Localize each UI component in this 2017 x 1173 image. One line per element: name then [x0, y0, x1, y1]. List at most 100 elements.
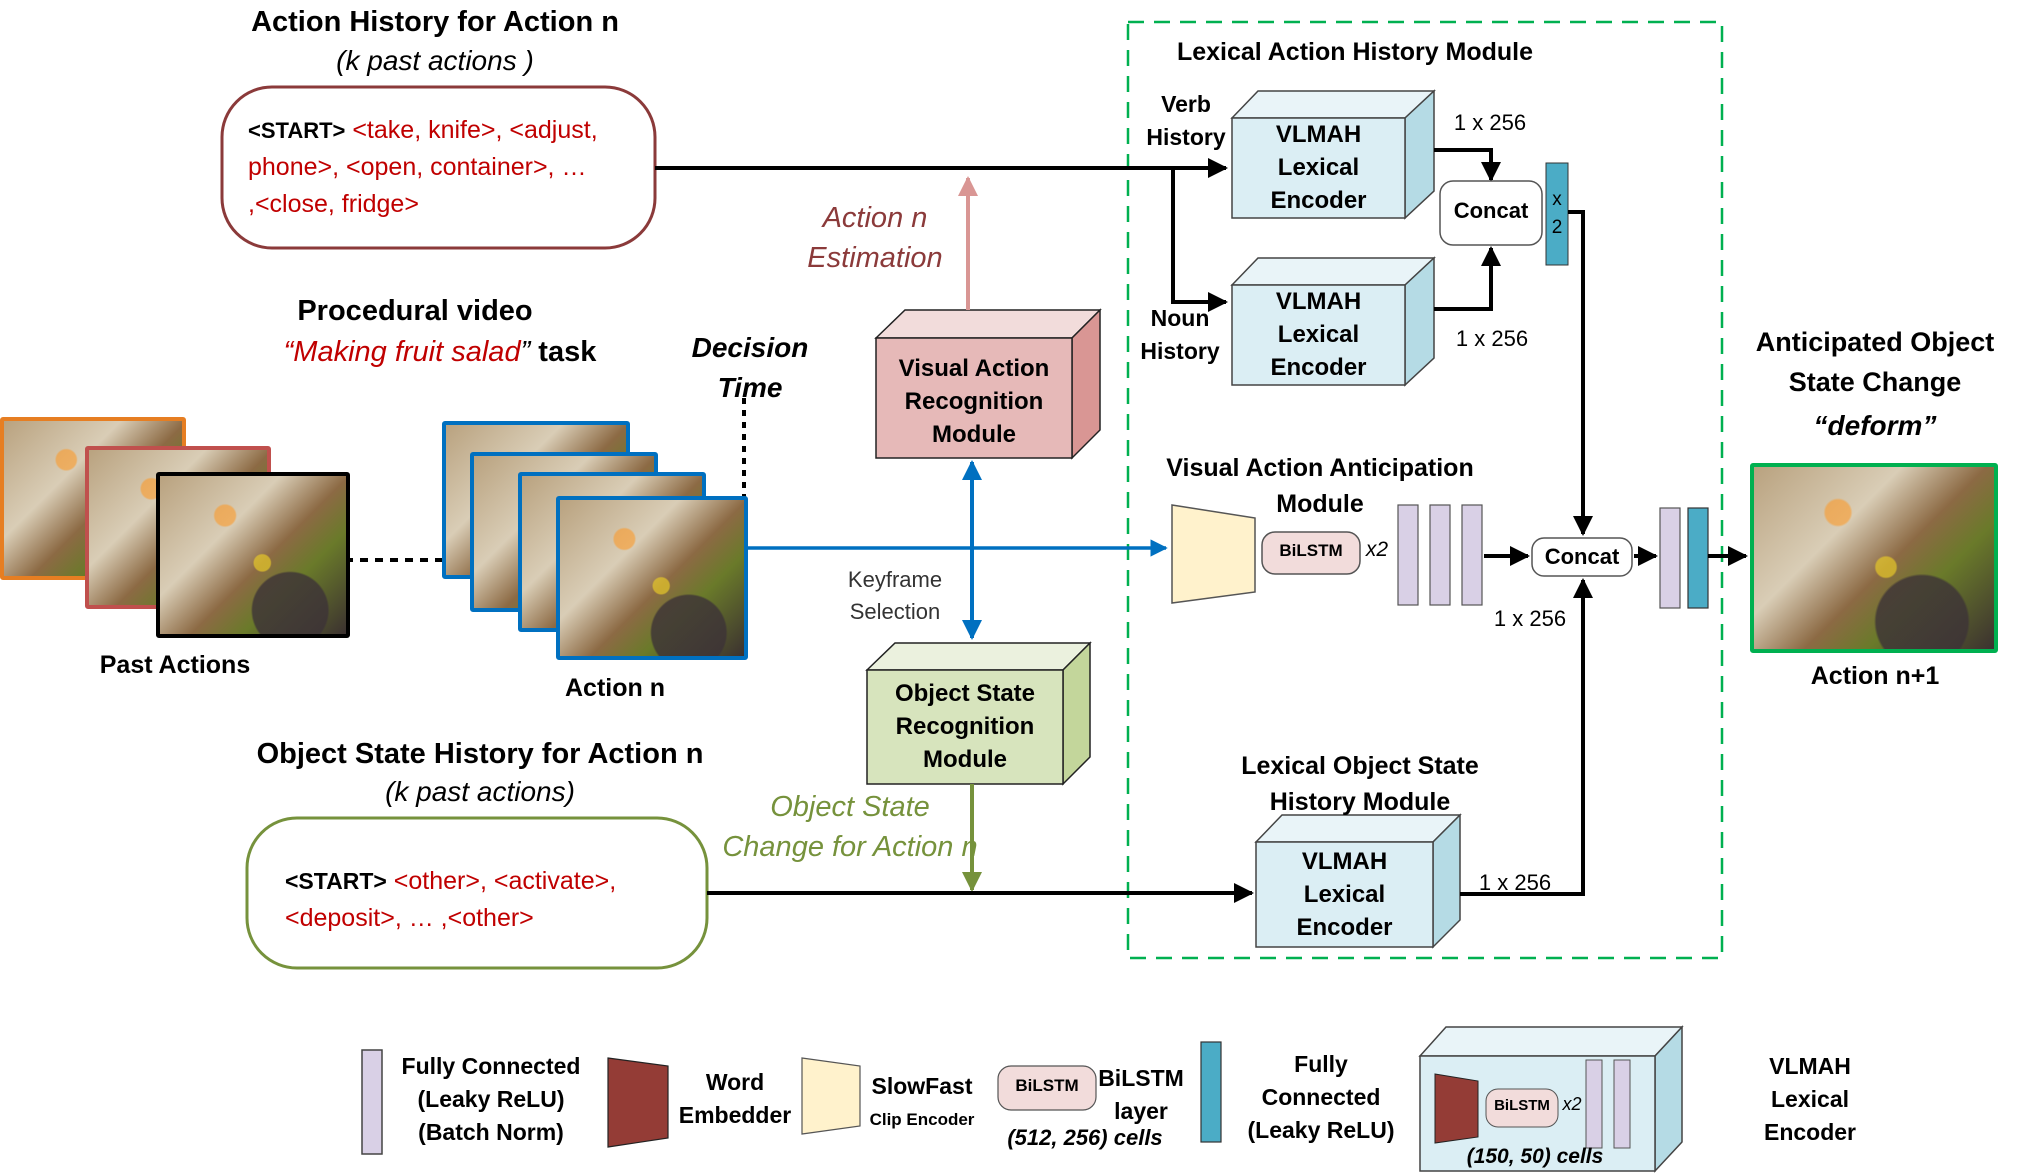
- start-token: <START>: [248, 118, 346, 143]
- osr-line1: Object State: [894, 680, 1036, 707]
- task-name: Making fruit salad: [293, 336, 521, 368]
- task-close-quote: ”: [520, 336, 531, 368]
- lexical-fc-repeat: x 2: [1546, 186, 1568, 242]
- legend-vlmah-label: VLMAH Lexical Encoder: [1740, 1050, 1880, 1149]
- noun-enc-line3: Encoder: [1270, 354, 1367, 381]
- vaa-bilstm-repeat: x2: [1365, 538, 1389, 561]
- output-title: Anticipated Object State Change: [1730, 322, 2017, 402]
- verb-history-label: Verb History: [1140, 88, 1232, 154]
- visual-action-recognition-box: [874, 308, 1102, 460]
- legend-bilstm-icon-label: BiLSTM: [1015, 1076, 1079, 1095]
- legend-bilstm-line1: BiLSTM: [1098, 1065, 1184, 1091]
- procedural-video-title: Procedural video: [297, 295, 533, 327]
- legend-vlmah-bilstm-label: BiLSTM: [1494, 1097, 1550, 1114]
- legend-fcbn-line2: (Leaky ReLU): [417, 1086, 565, 1112]
- legend-slowfast-label: SlowFast Clip Encoder: [862, 1070, 982, 1136]
- var-line3: Module: [932, 421, 1016, 448]
- noun-encoder-label: VLMAH Lexical Encoder: [1232, 285, 1405, 384]
- action-estimation-line2: Estimation: [807, 242, 943, 274]
- lexical-to-concat2-arrow: [1568, 210, 1593, 536]
- noun-history-label: Noun History: [1134, 302, 1226, 368]
- final-fc-purple: [1659, 507, 1681, 609]
- os-enc-line1: VLMAH: [1301, 848, 1388, 875]
- osr-line3: Module: [923, 746, 1007, 773]
- sequence-line-1: <take, knife>, <adjust,: [345, 116, 598, 144]
- verb-to-concat-arrow: [1434, 148, 1501, 182]
- noun-line1: Noun: [1150, 305, 1210, 331]
- past-actions-label: Past Actions: [99, 651, 251, 679]
- decision-time-label: Decision Time: [680, 328, 820, 408]
- object-state-history-subtitle: (k past actions): [385, 776, 575, 807]
- verb-enc-line1: VLMAH: [1275, 121, 1362, 148]
- action-history-sequence: <START> <take, knife>, <adjust, phone>, …: [248, 112, 598, 223]
- verb-line1: Verb: [1161, 91, 1211, 117]
- action-n-label: Action n: [565, 674, 665, 702]
- var-line2: Recognition: [904, 388, 1044, 415]
- noun-enc-line2: Lexical: [1277, 321, 1360, 348]
- osr-line2: Recognition: [895, 713, 1035, 740]
- legend-fc-bn-label: Fully Connected (Leaky ReLU) (Batch Norm…: [392, 1050, 590, 1149]
- object-state-recognition-label: Object State Recognition Module: [867, 677, 1063, 776]
- legend-bilstm-cells: (512, 256) cells: [1007, 1125, 1163, 1150]
- verb-enc-line2: Lexical: [1277, 154, 1360, 181]
- slowfast-encoder: [1171, 504, 1256, 604]
- legend-vlmah-line3: Encoder: [1763, 1119, 1857, 1145]
- var-line1: Visual Action: [898, 355, 1050, 382]
- object-state-encoder-label: VLMAH Lexical Encoder: [1256, 845, 1433, 944]
- legend-bilstm-line2: layer: [1114, 1098, 1168, 1124]
- vaa-bilstm: [1261, 531, 1361, 575]
- sequence-line-3: ,<close, fridge>: [248, 190, 419, 218]
- os-enc-line2: Lexical: [1303, 881, 1386, 908]
- legend-bilstm-swatch: [997, 1065, 1097, 1111]
- output-title-line1: Anticipated Object: [1755, 327, 1995, 357]
- os-enc-line3: Encoder: [1296, 914, 1393, 941]
- os-dim-label: 1 x 256: [1478, 870, 1552, 895]
- legend-bilstm-label: BiLSTM layer: [1096, 1062, 1186, 1128]
- os-encoder-to-concat-arrow: [1460, 578, 1593, 896]
- noun-dim-label: 1 x 256: [1455, 326, 1529, 351]
- legend-vlmah-repeat: x2: [1562, 1094, 1582, 1114]
- past-action-frame-3: [156, 472, 350, 638]
- sequence-line-2: phone>, <open, container>, …: [248, 153, 587, 181]
- object-state-history-sequence: <START> <other>, <activate>, <deposit>, …: [285, 863, 616, 937]
- legend-we-line2: Embedder: [678, 1102, 792, 1128]
- procedural-video-task: “Making fruit salad” task: [240, 336, 640, 369]
- legend-vlmah-cells: (150, 50) cells: [1466, 1145, 1604, 1168]
- legend-fc-line2: Connected: [1261, 1084, 1381, 1110]
- vaa-fc-3: [1461, 504, 1483, 606]
- noun-enc-line1: VLMAH: [1275, 288, 1362, 315]
- los-title-line1: Lexical Object State: [1241, 752, 1479, 780]
- os-start-token: <START>: [285, 868, 387, 894]
- vaa-fc-2: [1429, 504, 1451, 606]
- verb-enc-line3: Encoder: [1270, 187, 1367, 214]
- legend-sf-line2: Clip Encoder: [869, 1110, 975, 1129]
- object-state-recognition-box: [865, 641, 1092, 786]
- keyframe-line2: Selection: [849, 599, 941, 624]
- visual-action-recognition-label: Visual Action Recognition Module: [876, 352, 1072, 451]
- action-history-title: Action History for Action n: [251, 6, 619, 38]
- action-estimation-label: Action n Estimation: [790, 198, 960, 278]
- noun-branch-arrow: [1171, 168, 1228, 312]
- concat-1-box: [1439, 180, 1543, 246]
- vaa-title-line1: Visual Action Anticipation: [1166, 454, 1474, 482]
- concat-2-label: Concat: [1544, 544, 1620, 569]
- los-title-line2: History Module: [1269, 788, 1451, 816]
- keyframe-line1: Keyframe: [847, 567, 943, 592]
- output-frame-label: Action n+1: [1810, 662, 1940, 690]
- noun-encoder-box: [1230, 256, 1436, 387]
- object-state-history-title: Object State History for Action n: [256, 738, 704, 770]
- vaa-dim-label: 1 x 256: [1493, 606, 1567, 631]
- legend-word-embedder-swatch: [607, 1057, 669, 1148]
- noun-to-concat-arrow: [1434, 246, 1501, 311]
- visual-action-anticipation-title: Visual Action Anticipation Module: [1140, 450, 1500, 522]
- vaa-bilstm-label: BiLSTM: [1279, 541, 1343, 560]
- verb-line2: History: [1146, 124, 1226, 150]
- concat-1-label: Concat: [1453, 198, 1529, 223]
- osc-line1: Object State: [770, 791, 930, 823]
- object-state-change-label: Object State Change for Action n: [705, 787, 995, 867]
- action-n-frame-4: [556, 496, 748, 660]
- decision-time-line1: Decision: [691, 332, 809, 363]
- legend-sf-line1: SlowFast: [871, 1073, 973, 1099]
- legend-fc-line1: Fully: [1294, 1051, 1348, 1077]
